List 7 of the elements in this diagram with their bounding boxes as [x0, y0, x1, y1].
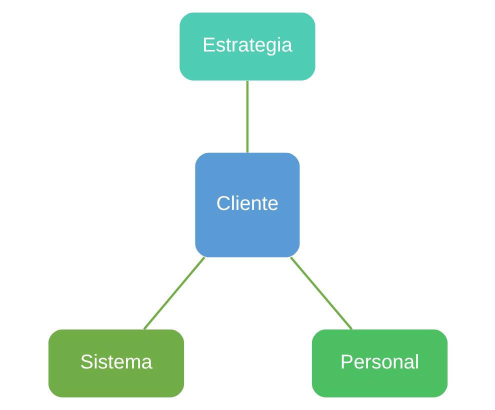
connector	[142, 256, 205, 330]
node-box: Cliente	[194, 152, 300, 258]
connector	[289, 256, 352, 330]
node-box: Personal	[311, 330, 448, 398]
node-box: Estrategia	[179, 12, 315, 80]
node-box: Sistema	[48, 330, 184, 398]
connector	[246, 80, 248, 153]
